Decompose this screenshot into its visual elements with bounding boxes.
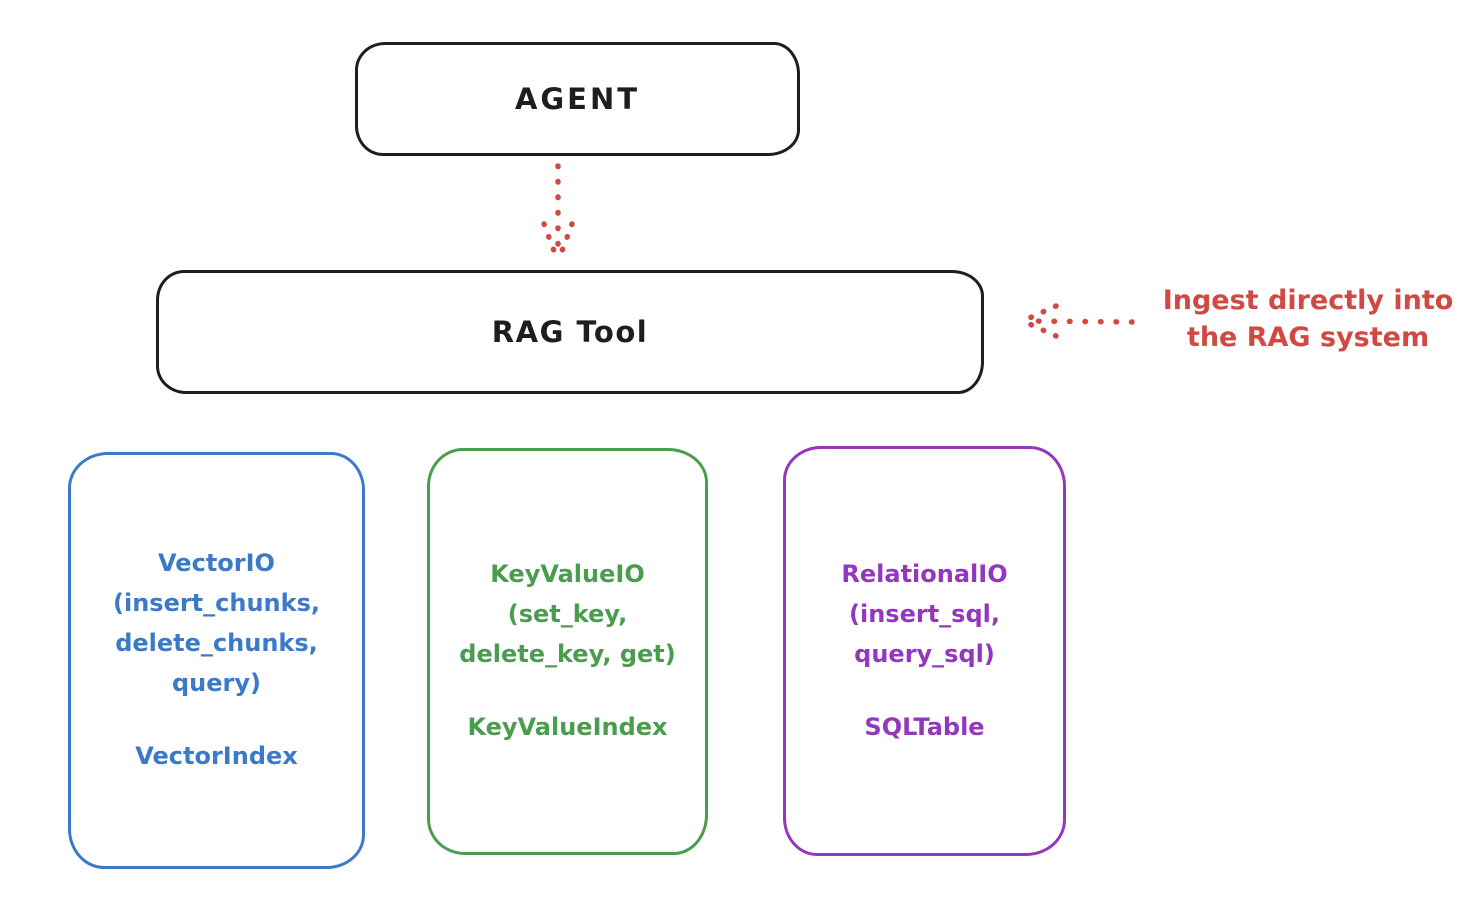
keyvalue-io-node: KeyValueIO (set_key, delete_key, get) Ke… <box>427 448 708 855</box>
keyvalue-io-line: delete_key, get) <box>459 640 676 668</box>
ingest-annotation: Ingest directly into the RAG system <box>1140 282 1476 356</box>
relational-io-node: RelationalIO (insert_sql, query_sql) SQL… <box>783 446 1066 856</box>
keyvalue-index-label: KeyValueIndex <box>467 713 668 741</box>
keyvalue-io-line: (set_key, <box>507 600 628 628</box>
vector-io-line: (insert_chunks, <box>113 589 320 617</box>
vector-io-line: delete_chunks, <box>115 629 318 657</box>
rag-tool-node-label: RAG Tool <box>491 315 649 349</box>
relational-io-line: query_sql) <box>854 640 995 668</box>
dotted-arrow-left-icon <box>1022 303 1135 339</box>
vector-io-line: VectorIO <box>158 549 275 577</box>
relational-io-line: (insert_sql, <box>849 600 1000 628</box>
relational-io-line: RelationalIO <box>841 560 1008 588</box>
ingest-annotation-line1: Ingest directly into <box>1162 285 1454 316</box>
rag-tool-node: RAG Tool <box>156 270 984 394</box>
ingest-annotation-line2: the RAG system <box>1186 322 1430 353</box>
dotted-arrow-down-icon <box>541 163 575 262</box>
keyvalue-io-line: KeyValueIO <box>490 560 645 588</box>
agent-node-label: AGENT <box>514 82 641 116</box>
relational-io-text: RelationalIO (insert_sql, query_sql) <box>841 554 1007 674</box>
vector-index-label: VectorIndex <box>135 742 298 770</box>
agent-node: AGENT <box>355 42 800 156</box>
keyvalue-io-text: KeyValueIO (set_key, delete_key, get) <box>459 554 675 674</box>
vector-io-node: VectorIO (insert_chunks, delete_chunks, … <box>68 452 365 869</box>
vector-io-text: VectorIO (insert_chunks, delete_chunks, … <box>113 543 320 703</box>
sql-table-label: SQLTable <box>864 713 985 741</box>
vector-io-line: query) <box>172 669 261 697</box>
